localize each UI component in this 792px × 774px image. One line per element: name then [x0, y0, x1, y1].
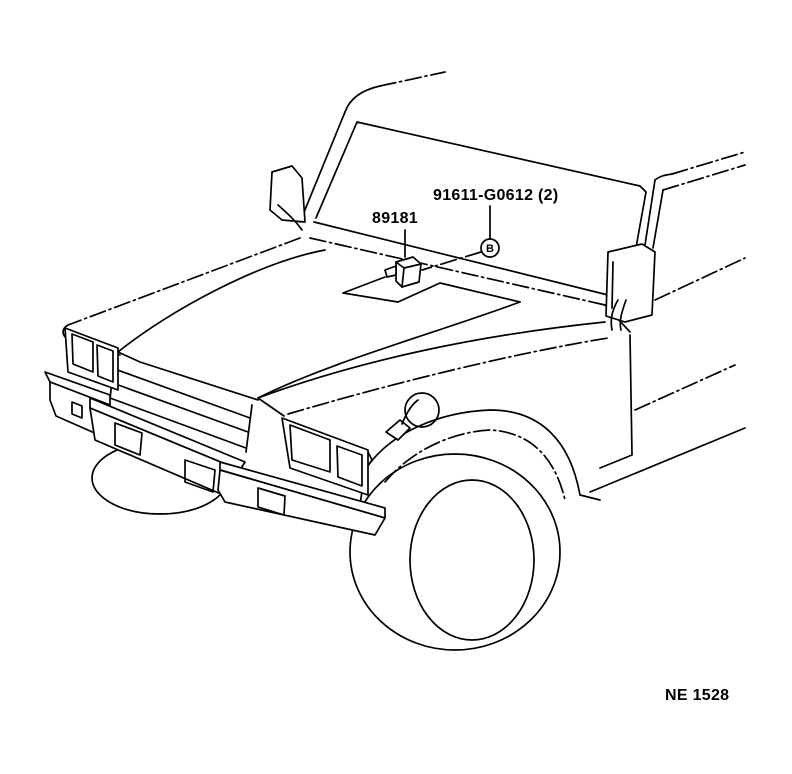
- sensor-body[interactable]: [395, 256, 422, 288]
- beltline: [654, 257, 746, 301]
- left-a-pillar: [299, 111, 346, 223]
- bumper-right-face: [217, 469, 386, 536]
- grille-bar-2: [109, 381, 249, 433]
- hood-rear-edge: [309, 237, 606, 306]
- right-pillar-inner: [652, 189, 664, 249]
- left-headlight-bezel: [64, 327, 119, 391]
- left-mirror: [269, 165, 306, 231]
- fender-side-line: [287, 337, 609, 415]
- hood-left-edge: [67, 237, 301, 326]
- right-mirror: [605, 243, 656, 331]
- left-headlight-outer: [71, 333, 94, 373]
- grille-bar-1: [111, 367, 251, 419]
- right-front-wheel: [349, 453, 561, 651]
- grille-bar-3: [109, 397, 247, 449]
- roof-drip-rail-lower: [662, 164, 746, 191]
- hood: [62, 237, 606, 401]
- part-number-sensor[interactable]: 89181: [372, 210, 418, 227]
- hood-scoop: [342, 276, 521, 303]
- hood-bulge-left-edge: [117, 249, 326, 353]
- windshield-bottom: [313, 221, 613, 297]
- hood-bulge-nose: [117, 351, 259, 401]
- fender-fitting-wire: [401, 399, 419, 425]
- right-wheel-rim: [409, 479, 535, 641]
- callout-to-sensor-line: [421, 251, 482, 271]
- roof-front-curve: [344, 85, 381, 113]
- callouts: B 89181 91611-G0612 (2): [372, 187, 558, 271]
- right-mirror-head: [605, 243, 656, 323]
- right-headlights: [281, 417, 369, 496]
- rocker-line: [589, 427, 746, 493]
- wheel-arch-inner: [384, 429, 566, 501]
- windshield-glass: [315, 121, 647, 293]
- door-front-edge: [599, 334, 633, 469]
- sensor-connector: [384, 265, 397, 278]
- figure-code: NE 1528: [665, 687, 729, 704]
- callout-circle[interactable]: [480, 238, 500, 258]
- bumper-plate-center: [184, 459, 216, 493]
- front-bumper: [44, 371, 386, 536]
- part-number-bolt[interactable]: 91611-G0612 (2): [433, 187, 558, 204]
- right-headlight-inner: [289, 424, 331, 473]
- callout-letter: B: [486, 243, 494, 255]
- right-pillar-outer: [644, 179, 656, 246]
- fender-fitting: [385, 419, 411, 441]
- left-headlight-inner: [96, 344, 114, 383]
- right-headlight-outer: [336, 445, 363, 487]
- left-headlights: [64, 327, 119, 391]
- bumper-left-marker: [71, 401, 83, 419]
- right-mirror-inner-edge: [611, 261, 614, 309]
- right-mirror-stalk: [610, 299, 627, 331]
- grille-right-edge: [245, 404, 253, 453]
- lower-body-line: [634, 364, 736, 411]
- bumper-plate-left: [114, 422, 143, 456]
- sensor-part[interactable]: [384, 256, 422, 288]
- roof-drip-rail-upper: [671, 151, 746, 175]
- sensor-top-face: [395, 261, 422, 288]
- right-headlight-bezel: [281, 417, 369, 496]
- bumper-plate-right: [257, 487, 286, 516]
- right-pillar-top: [654, 173, 673, 181]
- hood-bulge-right-edge: [257, 301, 521, 399]
- roof-line: [379, 71, 446, 87]
- cab-outline: [299, 71, 746, 297]
- fender-detail-circle: [404, 392, 440, 428]
- fender-crease: [257, 321, 606, 399]
- left-mirror-arm: [277, 204, 303, 231]
- fender-front-edge: [257, 397, 285, 417]
- right-tire: [349, 453, 561, 651]
- left-mirror-head: [269, 165, 306, 223]
